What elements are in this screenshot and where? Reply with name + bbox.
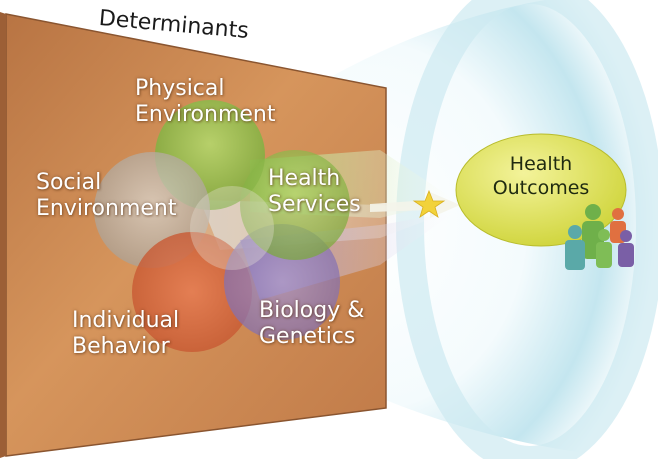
circle-health-services [240,150,350,260]
circle-individual-behavior [132,232,252,352]
people-group-icon [565,204,634,270]
label-biology-genetics: Biology & Genetics [259,298,364,350]
label-services-line2: Services [268,192,361,217]
label-social-environment: Social Environment [36,170,176,222]
circle-core-overlap [190,186,274,270]
label-biology-line2: Genetics [259,324,356,349]
label-physical-line1: Physical [135,76,225,101]
label-services-line1: Health [268,166,341,191]
determinants-panel-edge [0,12,6,458]
label-behavior-line1: Individual [72,308,180,333]
label-social-line1: Social [36,170,102,195]
label-outcomes-line1: Health [509,153,573,175]
label-physical-line2: Environment [135,102,276,127]
star-icon [412,189,446,218]
health-outcomes-oval [455,133,627,247]
label-physical-environment: Physical Environment [135,76,275,128]
label-health-outcomes: Health Outcomes [478,152,604,200]
label-social-line2: Environment [36,196,177,221]
label-individual-behavior: Individual Behavior [72,308,179,360]
label-outcomes-line2: Outcomes [492,177,590,199]
arrow-to-outcome [370,192,460,218]
label-behavior-line2: Behavior [72,334,170,359]
label-biology-line1: Biology & [259,298,365,323]
label-health-services: Health Services [268,166,361,218]
